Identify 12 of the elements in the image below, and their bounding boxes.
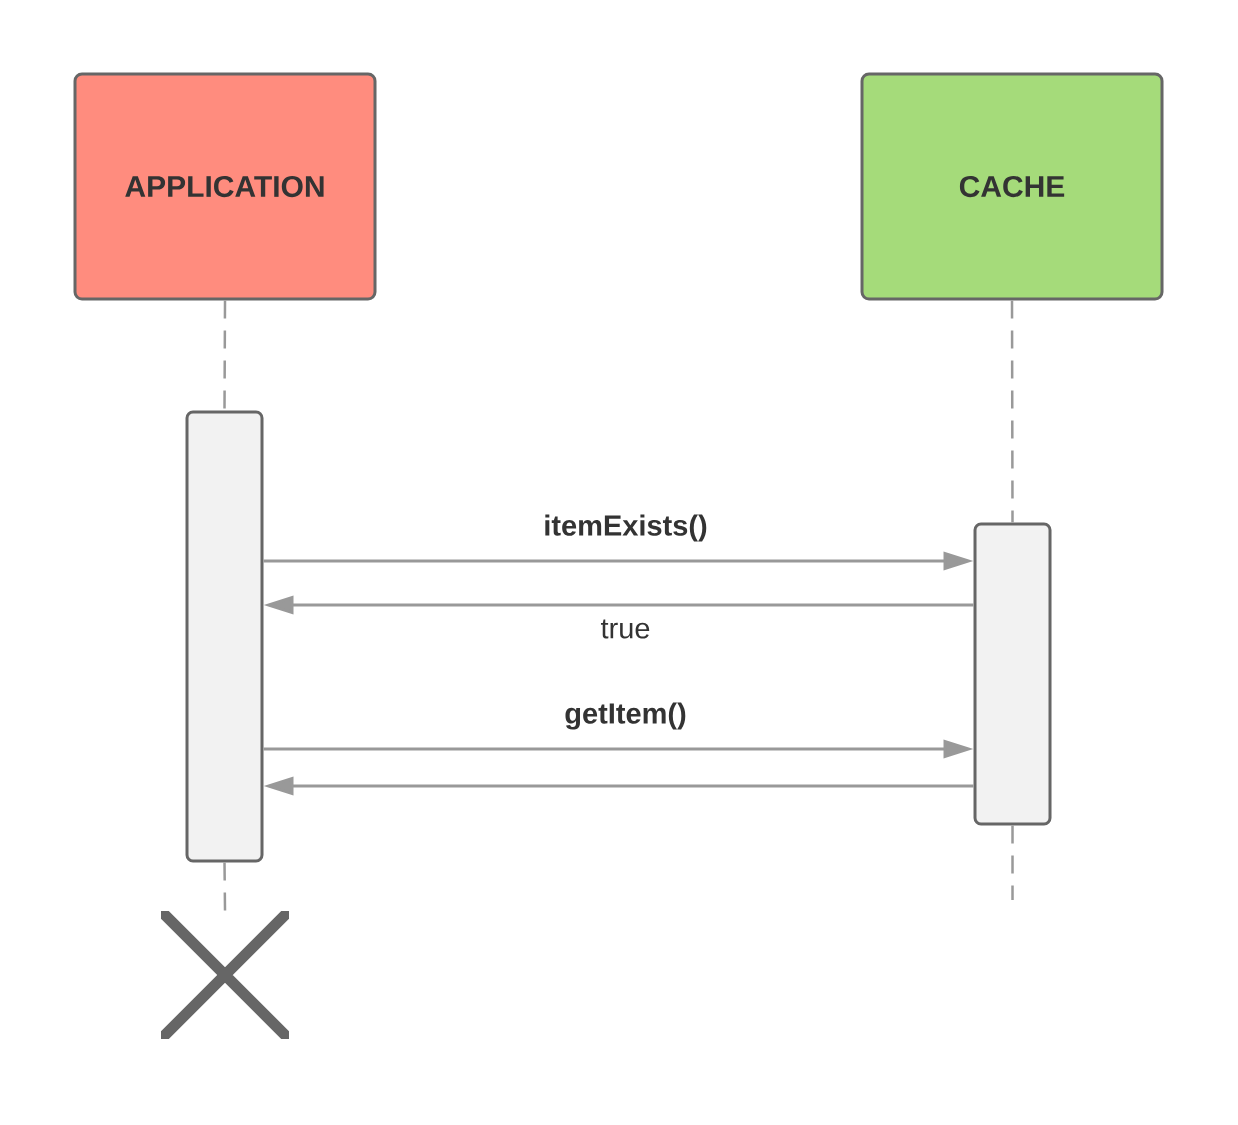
lifeline bbox=[1011, 825, 1014, 900]
message-label: itemExists() bbox=[545, 514, 707, 542]
activation-bar bbox=[185, 410, 264, 863]
lifeline-box: CACHE bbox=[860, 72, 1164, 301]
lifeline-box: APPLICATION bbox=[73, 72, 377, 301]
lifeline bbox=[1010, 300, 1014, 523]
message-label: getItem() bbox=[565, 702, 686, 730]
lifeline bbox=[223, 862, 227, 911]
destroy-cross bbox=[161, 911, 289, 1039]
lifeline bbox=[223, 300, 227, 411]
message-label: true bbox=[600, 619, 650, 639]
activation-bar bbox=[973, 522, 1052, 826]
